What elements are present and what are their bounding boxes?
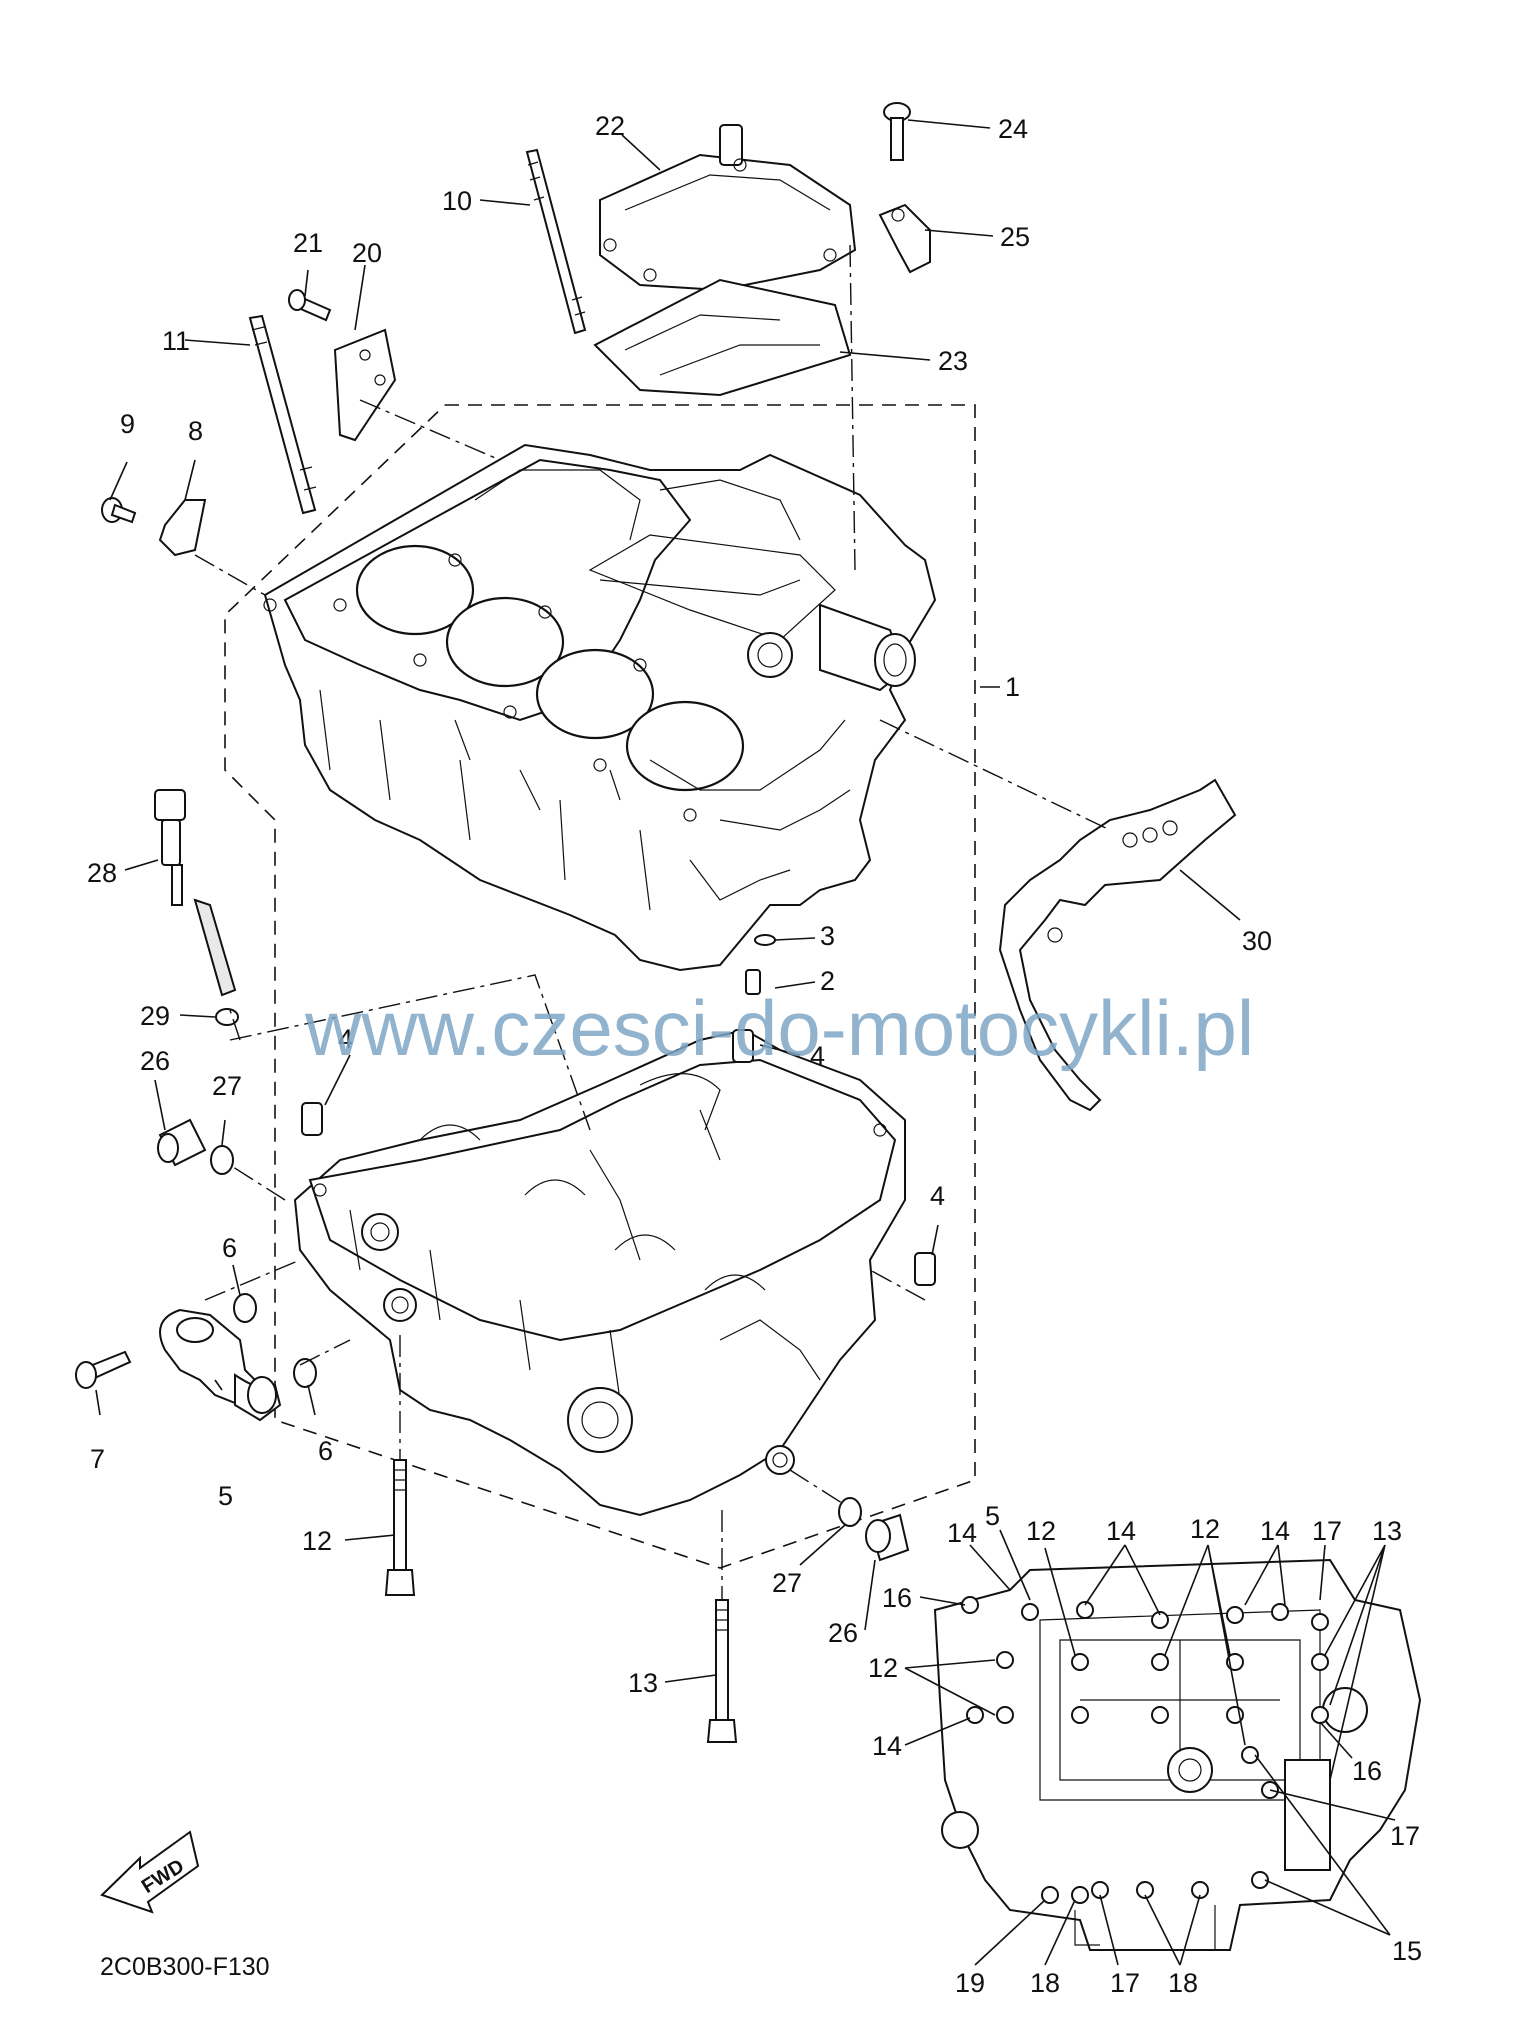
cylinder-bore-4 [625,700,745,792]
inset-callout-16a: 16 [882,1583,912,1613]
cover-8 [158,499,207,557]
gasket-23 [593,278,852,397]
inset-callout-12a: 12 [1026,1516,1056,1546]
callout-23: 23 [938,346,968,376]
o-ring-6a [233,1293,257,1323]
bolt-12 [384,1459,416,1596]
dowel-4c [914,1252,936,1286]
callout-25: 25 [1000,222,1030,252]
inset-callout-17a: 17 [1312,1516,1342,1546]
plug-26b [865,1513,910,1562]
gasket-27a [210,1145,234,1175]
inset-callout-12c: 12 [868,1653,898,1683]
inset-bolts [961,1596,1329,1904]
clamp-25 [878,203,931,274]
dowel-4b [732,1029,754,1063]
dowel-4a [301,1102,323,1136]
callout-10: 10 [442,186,472,216]
callout-12: 12 [302,1526,332,1556]
inset-callout-5: 5 [985,1501,1000,1531]
cover-22 [599,124,857,292]
pin-2 [745,969,761,995]
callout-29: 29 [140,1001,170,1031]
bolt-21 [288,289,332,322]
pipe-assembly [159,1308,282,1422]
bracket-30 [998,778,1237,1112]
leader-lines [95,119,1396,1966]
stud-10 [525,148,587,335]
inset-callout-14b: 14 [1106,1516,1136,1546]
plate-20 [333,328,397,442]
plug-26a [157,1118,207,1167]
watermark: www.czesci-do-motocykli.pl [304,984,1254,1072]
o-ring-3 [754,934,776,946]
bolt-24 [883,102,911,161]
callout-6b: 6 [318,1436,333,1466]
inset-callout-15: 15 [1392,1936,1422,1966]
callout-8: 8 [188,416,203,446]
callout-20: 20 [352,238,382,268]
callout-4b: 4 [810,1041,825,1071]
callout-26a: 26 [140,1046,170,1076]
upper-crankcase [263,443,937,972]
diagram-code: 2C0B300-F130 [100,1953,270,1981]
stud-11 [248,314,317,515]
callout-24: 24 [998,114,1028,144]
inset-callout-14c: 14 [1260,1516,1290,1546]
callout-6a: 6 [222,1233,237,1263]
callout-26b: 26 [828,1618,858,1648]
inset-callout-18a: 18 [1030,1968,1060,1998]
gasket-27b [838,1497,862,1527]
inset-callout-19: 19 [955,1968,985,1998]
callout-11: 11 [162,326,190,356]
callout-28: 28 [87,858,117,888]
callout-4a: 4 [338,1024,353,1054]
bolt-7 [75,1350,132,1389]
callout-3: 3 [820,921,835,951]
callout-1: 1 [1005,672,1020,702]
forward-arrow: FWD [100,1830,200,1914]
callout-7: 7 [90,1444,105,1474]
cylinder-bore-1 [355,544,475,636]
callout-5: 5 [218,1481,233,1511]
callout-27a: 27 [212,1071,242,1101]
inset-callout-13: 13 [1372,1516,1402,1546]
callout-labels: 1 2 3 4 4 4 5 6 6 7 8 9 10 11 12 13 20 2… [87,111,1422,1998]
callout-9: 9 [120,409,135,439]
callout-30: 30 [1242,926,1272,956]
inset-callout-18b: 18 [1168,1968,1198,1998]
assembly-outline [224,404,976,1569]
bolt-13 [706,1599,738,1743]
callout-4c: 4 [930,1181,945,1211]
inset-callout-14a: 14 [947,1518,977,1548]
inset-callout-17b: 17 [1390,1821,1420,1851]
inset-callout-17c: 17 [1110,1968,1140,1998]
cylinder-bore-3 [535,648,655,740]
inset-callout-12b: 12 [1190,1514,1220,1544]
washer-29 [215,1008,239,1026]
callout-21: 21 [293,228,323,258]
o-ring-6b [293,1358,317,1388]
callout-2: 2 [820,966,835,996]
inset-bolt-pattern [933,1558,1422,1951]
callout-13: 13 [628,1668,658,1698]
sensor-28 [154,789,237,997]
callout-22: 22 [595,111,625,141]
inset-callout-16b: 16 [1352,1756,1382,1786]
lower-crankcase [293,1028,906,1517]
cylinder-bore-2 [445,596,565,688]
callout-27b: 27 [772,1568,802,1598]
inset-callout-14d: 14 [872,1731,902,1761]
bolt-9 [101,497,137,524]
